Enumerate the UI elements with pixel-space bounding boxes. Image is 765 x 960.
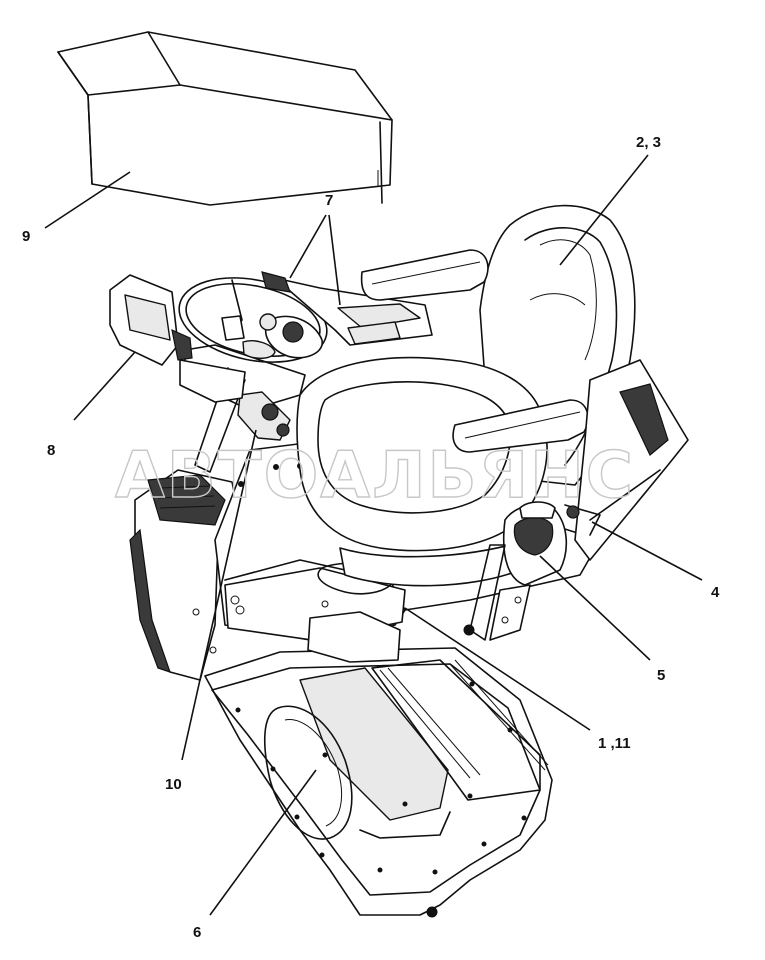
callout-10: 10	[165, 776, 182, 793]
cover-panel	[57, 31, 393, 206]
callout-6: 6	[193, 924, 201, 941]
leader-8	[73, 351, 136, 421]
leader-5	[539, 555, 651, 661]
left-console	[129, 469, 241, 681]
base-tub	[204, 647, 553, 918]
callout-9: 9	[22, 228, 30, 245]
leader-2-3	[559, 154, 649, 266]
leader-7a	[289, 214, 327, 279]
callout-4: 4	[711, 584, 720, 601]
callout-1-11: 1 ,11	[598, 735, 631, 752]
display-monitor	[109, 274, 246, 403]
callout-8: 8	[47, 442, 55, 459]
leader-lines	[44, 154, 703, 916]
leader-6	[209, 769, 317, 916]
leader-10	[181, 429, 257, 761]
callout-5: 5	[657, 667, 665, 684]
leader-1-11	[404, 607, 591, 731]
callout-labels: 9 7 2, 3 8 4 5 1 ,11 10 6	[22, 134, 720, 941]
leader-7b	[328, 214, 341, 306]
operator-seat	[296, 204, 689, 587]
leader-9	[44, 171, 131, 229]
control-joystick	[469, 501, 601, 641]
leader-4	[591, 521, 703, 581]
callout-2-3: 2, 3	[636, 134, 661, 151]
callout-7: 7	[325, 192, 333, 209]
watermark-text: АВТОАЛЬЯНС	[115, 439, 635, 513]
